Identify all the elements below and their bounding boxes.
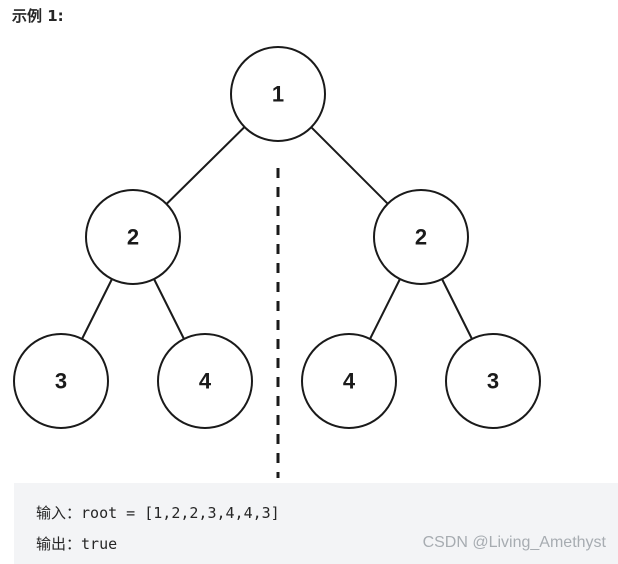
tree-node-label: 4 (343, 369, 356, 394)
tree-edge-left-to-left-right (153, 278, 185, 340)
tree-node-circle (301, 333, 397, 429)
tree-edge-root-to-right (310, 126, 389, 205)
tree-node-circle (157, 333, 253, 429)
tree-edge-right-to-right-left (369, 278, 401, 340)
tree-edge-root-to-left (165, 126, 246, 205)
tree-nodes: 1 2 2 3 4 4 3 (13, 46, 541, 429)
tree-node-label: 1 (272, 82, 284, 107)
output-value: true (81, 535, 118, 553)
tree-edge-right-to-right-right (441, 278, 473, 340)
tree-node-right-right: 3 (445, 333, 541, 429)
tree-node-label: 4 (199, 369, 212, 394)
tree-node-circle (445, 333, 541, 429)
tree-edge-left-to-left-left (81, 278, 113, 340)
example-code-block: 输入：root = [1,2,2,3,4,4,3] 输出：true (14, 483, 618, 564)
input-label: 输入： (36, 504, 82, 522)
tree-node-label: 3 (487, 369, 499, 394)
tree-node-circle (85, 189, 181, 285)
tree-edges (81, 126, 473, 340)
tree-node-circle (373, 189, 469, 285)
binary-tree-diagram: 1 2 2 3 4 4 3 (13, 46, 541, 478)
tree-node-label: 3 (55, 369, 67, 394)
tree-node-left-left: 3 (13, 333, 109, 429)
tree-node-left-right: 4 (157, 333, 253, 429)
input-line: 输入：root = [1,2,2,3,4,4,3] (36, 502, 280, 523)
tree-node-left: 2 (85, 189, 181, 285)
tree-node-right: 2 (373, 189, 469, 285)
example-title: 示例 1: (12, 7, 64, 25)
tree-node-circle (13, 333, 109, 429)
input-value: root = [1,2,2,3,4,4,3] (81, 504, 280, 522)
tree-node-label: 2 (415, 225, 427, 250)
tree-node-right-left: 4 (301, 333, 397, 429)
tree-node-label: 2 (127, 225, 139, 250)
csdn-watermark: CSDN @Living_Amethyst (422, 534, 606, 551)
output-label: 输出： (36, 535, 82, 553)
output-line: 输出：true (36, 533, 117, 554)
tree-node-circle (230, 46, 326, 142)
tree-node-root: 1 (230, 46, 326, 142)
